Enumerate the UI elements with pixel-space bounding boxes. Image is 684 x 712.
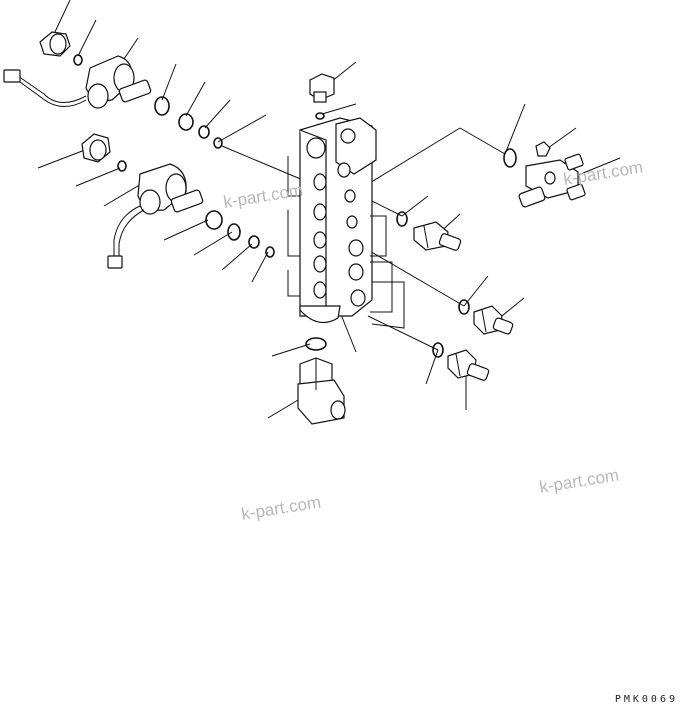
connector-upper <box>3 69 21 83</box>
o-ring-12 <box>432 342 444 358</box>
elbow-fitting <box>297 357 346 425</box>
pressure-switch-upper <box>413 221 462 251</box>
o-ring-8 <box>265 246 275 258</box>
valve-body <box>287 117 405 329</box>
nut-lower <box>81 133 111 163</box>
leader-lines <box>37 0 621 419</box>
o-ring-1 <box>154 96 170 116</box>
nut-upper <box>39 31 71 57</box>
o-ring-7 <box>248 235 260 249</box>
pressure-switch-lower <box>447 349 490 381</box>
tee-fitting <box>518 153 586 208</box>
o-ring-11 <box>458 299 470 315</box>
washer-top <box>315 112 325 120</box>
o-ring-4 <box>213 137 223 149</box>
pressure-switch-middle <box>473 305 514 335</box>
o-ring-2 <box>178 113 194 131</box>
o-ring-5 <box>205 210 223 230</box>
o-ring-13 <box>305 337 327 351</box>
solenoid-upper <box>3 55 152 109</box>
breather-plug <box>535 141 551 157</box>
o-ring-9 <box>503 148 517 168</box>
o-ring-6 <box>227 223 241 241</box>
washer-lower <box>117 160 127 172</box>
solenoid-lower <box>107 163 204 269</box>
washer-upper <box>73 54 83 66</box>
drawing-code: PMK0069 <box>614 694 678 705</box>
connector-lower <box>107 255 123 269</box>
bolt-top <box>309 73 335 103</box>
o-ring-3 <box>198 125 210 139</box>
o-ring-10 <box>396 211 408 227</box>
